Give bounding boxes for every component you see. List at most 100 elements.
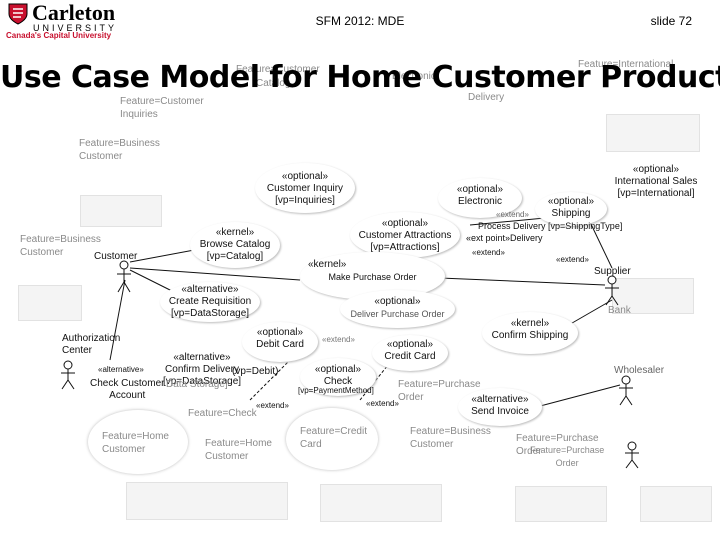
actor-line: Check Customer: [90, 378, 165, 389]
uc-confirm-shipping-ellipse[interactable]: [482, 312, 578, 354]
actor-bank[interactable]: Bank: [608, 305, 631, 316]
shipping-supplier-line: [589, 221, 613, 269]
actor-authorization-center[interactable]: Authorization Center: [62, 333, 120, 357]
uc-customer-attractions[interactable]: «optional» Customer Attractions [vp=Attr…: [340, 218, 470, 254]
uc-stereotype: «optional»: [547, 196, 595, 207]
uc-make-purchase-order[interactable]: «kernel» Make Purchase Order: [300, 259, 445, 283]
uc-browse-catalog-ellipse[interactable]: [190, 222, 280, 268]
uc-name: Credit Card: [384, 351, 436, 362]
feature-international-top: Feature=International: [578, 59, 674, 70]
uc-confirm-delivery[interactable]: «alternative» Confirm Delivery [vp=DataS…: [148, 352, 256, 388]
uc-variation-point: [vp=Catalog]: [206, 251, 264, 262]
feature-home-customer-b: Feature=Home Customer: [205, 437, 272, 463]
uc-customer-attractions-ellipse[interactable]: [350, 212, 460, 258]
extend-label: «extend»: [322, 335, 355, 344]
uc-name: Electronic: [458, 196, 502, 207]
placeholder-box: [126, 482, 288, 520]
feature-line: Feature=Home: [102, 431, 169, 442]
uc-check-ellipse[interactable]: [300, 358, 376, 396]
uc-create-requisition-ellipse[interactable]: [160, 282, 260, 322]
uc-stereotype: «kernel»: [215, 227, 255, 238]
uc-electronic[interactable]: «optional» Electronic: [438, 184, 522, 208]
supplier-actor-icon: [605, 275, 619, 306]
uc-deliver-purchase-order-ellipse[interactable]: [340, 290, 455, 328]
feature-line: Feature=Purchase: [398, 379, 481, 390]
uc-deliver-purchase-order[interactable]: «optional» Deliver Purchase Order: [335, 296, 460, 320]
uc-name: International Sales: [614, 176, 698, 187]
actor-wholesaler[interactable]: Wholesaler: [614, 365, 665, 376]
placeholder-box: [515, 486, 607, 522]
alternative-overlap: «alternative»: [98, 365, 144, 374]
placeholder-box: [612, 278, 694, 314]
uc-create-requisition[interactable]: «alternative» Create Requisition [vp=Dat…: [155, 284, 265, 320]
feature-line: Card: [300, 439, 322, 450]
actor-supplier[interactable]: Supplier: [594, 266, 631, 277]
feature-line: Customer: [102, 444, 146, 455]
feature-home-customer-ellipse: [88, 410, 188, 474]
uc-check[interactable]: «optional» Check: [300, 364, 376, 388]
feature-line: Feature=Credit: [300, 426, 367, 437]
uc-variation-point: [vp=DataStorage]: [162, 376, 242, 387]
feature-business-customer-top: Feature=Business Customer: [79, 137, 160, 163]
uc-send-invoice-ellipse[interactable]: [458, 388, 542, 426]
uc-credit-card[interactable]: «optional» Credit Card: [372, 339, 448, 363]
feature-delivery-top: Delivery: [468, 92, 505, 103]
feature-customer-inquiries: Feature=Customer Inquiries: [120, 95, 204, 121]
uc-send-invoice[interactable]: «alternative» Send Invoice: [458, 394, 542, 418]
uc-variation-point: [vp=Attractions]: [370, 242, 440, 253]
feature-credit-card-ellipse: [286, 408, 378, 470]
uc-stereotype: «optional»: [456, 184, 504, 195]
uc-stereotype: «optional»: [386, 339, 434, 350]
uc-international-sales[interactable]: «optional» International Sales [vp=Inter…: [598, 164, 714, 200]
uc-electronic-ellipse[interactable]: [438, 178, 522, 218]
uc-debit-card[interactable]: «optional» Debit Card: [242, 327, 318, 351]
feature-line: Customer: [205, 451, 249, 462]
feature-line: Feature=Customer: [120, 96, 204, 107]
extend-label: «extend»: [256, 401, 289, 410]
uc-process-delivery[interactable]: Process Delivery [vp=ShippingType]: [478, 221, 623, 231]
placeholder-box: [606, 114, 700, 152]
header-title: SFM 2012: MDE: [315, 14, 405, 28]
customer-purchase-line: [129, 267, 301, 281]
feature-purchase-order-right: Feature=Purchase Order: [516, 432, 599, 458]
actor-line: Account: [109, 390, 146, 401]
feature-home-customer-a: Feature=Home Customer: [102, 430, 169, 456]
feature-business-customer-left: Feature=Business Customer: [20, 233, 101, 259]
uc-customer-inquiry[interactable]: «optional» Customer Inquiry [vp=Inquirie…: [255, 171, 355, 207]
extension-point-label: «ext point»Delivery: [466, 233, 543, 243]
uc-stereotype: «optional»: [374, 296, 421, 307]
wholesaler-actor-icon: [619, 375, 633, 406]
uc-confirm-shipping[interactable]: «kernel» Confirm Shipping: [482, 318, 578, 342]
uc-name: Confirm Shipping: [491, 330, 569, 341]
actor-check-customer-account[interactable]: Check Customer Account: [90, 378, 164, 402]
uc-customer-inquiry-ellipse[interactable]: [255, 163, 355, 213]
feature-purchase-order-mid: Feature=Purchase Order: [398, 378, 481, 404]
uc-stereotype: «optional»: [281, 171, 329, 182]
uc-credit-card-ellipse[interactable]: [372, 335, 448, 371]
extend-label: «extend»: [472, 248, 505, 257]
uc-stereotype: «optional»: [314, 364, 362, 375]
uc-shipping[interactable]: «optional» Shipping: [535, 196, 607, 220]
uc-check-overlap: [vp=PaymentMethod]: [298, 386, 374, 395]
feature-line: Customer: [79, 151, 123, 162]
uc-name: Make Purchase Order: [328, 272, 417, 282]
feature-line: Customer: [410, 439, 454, 450]
uc-variation-point: [vp=Inquiries]: [275, 195, 335, 206]
feature-line: Feature=Home: [205, 438, 272, 449]
uc-debit-card-ellipse[interactable]: [242, 322, 318, 362]
uc-name: Debit Card: [256, 339, 304, 350]
uc-name: Send Invoice: [471, 406, 529, 417]
logo-university: UNIVERSITY: [33, 23, 118, 33]
actor-customer[interactable]: Customer: [94, 251, 138, 262]
uc-shipping-ellipse[interactable]: [535, 192, 607, 226]
authorization-center-actor-icon: [61, 360, 75, 390]
extend-label-top: «extend»: [496, 210, 529, 219]
feature-line: Order: [398, 392, 424, 403]
extend-line: [359, 349, 401, 401]
actor-line: Authorization: [62, 333, 121, 344]
extend-label: «extend»: [556, 255, 589, 264]
uc-browse-catalog[interactable]: «kernel» Browse Catalog [vp=Catalog]: [185, 227, 285, 263]
feature-line: Inquiries: [120, 109, 158, 120]
actor-line: Center: [62, 345, 93, 356]
